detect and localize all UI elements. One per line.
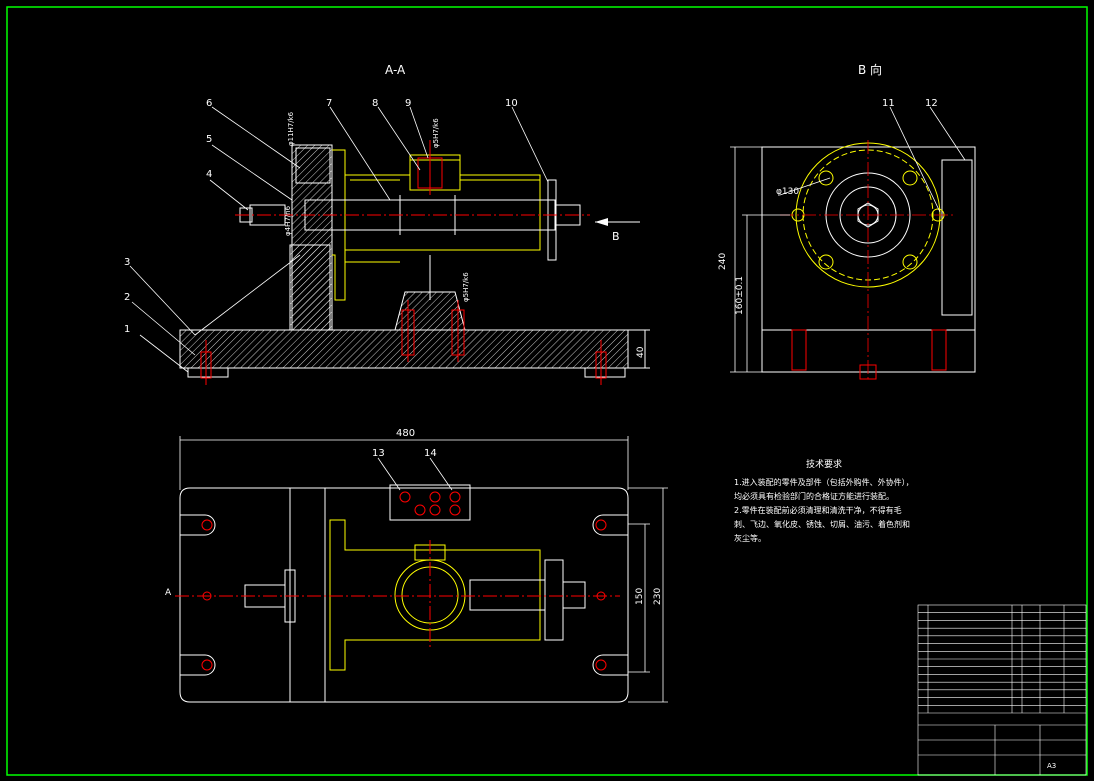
dim-fit-9: φ5H7/k6	[432, 118, 440, 148]
arrow-b-label: B	[612, 230, 620, 243]
tech-req-title: 技术要求	[805, 460, 842, 470]
balloon-12: 12	[925, 98, 938, 109]
balloon-11: 11	[882, 98, 895, 109]
dim-fit-5: φ4H7/n6	[284, 205, 292, 236]
title-block	[917, 604, 1087, 776]
tech-req-line-2: 2.零件在装配前必须清理和清洗干净，不得有毛刺、飞边、氧化皮、锈蚀、切屑、油污、…	[734, 506, 910, 543]
section-aa-label: A-A	[385, 63, 406, 77]
balloon-9: 9	[405, 98, 411, 109]
dim-overall-width: 230	[653, 588, 663, 605]
balloon-7: 7	[326, 98, 332, 109]
balloon-13: 13	[372, 448, 385, 459]
view-b: B 向	[718, 62, 976, 380]
dim-fit-6: φ11H7/k6	[287, 111, 295, 146]
balloon-4: 4	[206, 169, 212, 180]
section-aa-view: A-A	[124, 63, 650, 385]
dim-overall-length: 480	[396, 428, 415, 439]
balloon-1: 1	[124, 324, 130, 335]
view-b-label: B 向	[858, 62, 882, 77]
technical-requirements: 技术要求 1.进入装配的零件及部件（包括外购件、外协件），均必须具有检验部门的合…	[734, 458, 914, 546]
dim-bolt-circle: φ130	[776, 187, 799, 197]
dim-hole-spacing: 150	[635, 588, 645, 605]
balloon-10: 10	[505, 98, 518, 109]
balloon-3: 3	[124, 257, 130, 268]
support-column	[291, 144, 333, 331]
balloon-2: 2	[124, 292, 130, 303]
section-mark-a: A	[165, 588, 172, 598]
balloon-8: 8	[372, 98, 378, 109]
balloon-5: 5	[206, 134, 212, 145]
balloon-6: 6	[206, 98, 212, 109]
drawing-frame	[6, 6, 1088, 776]
dim-height-240: 240	[718, 253, 728, 270]
top-view: 480 230 150	[165, 428, 668, 703]
tech-req-line-1: 1.进入装配的零件及部件（包括外购件、外协件），均必须具有检验部门的合格证方能进…	[734, 478, 914, 501]
title-block-scale: A3	[1047, 762, 1056, 770]
dim-center-height: 160±0.1	[735, 276, 745, 315]
balloon-14: 14	[424, 448, 437, 459]
dim-base-height: 40	[636, 346, 646, 358]
dim-fit-pin: φ5H7/k6	[462, 272, 470, 302]
